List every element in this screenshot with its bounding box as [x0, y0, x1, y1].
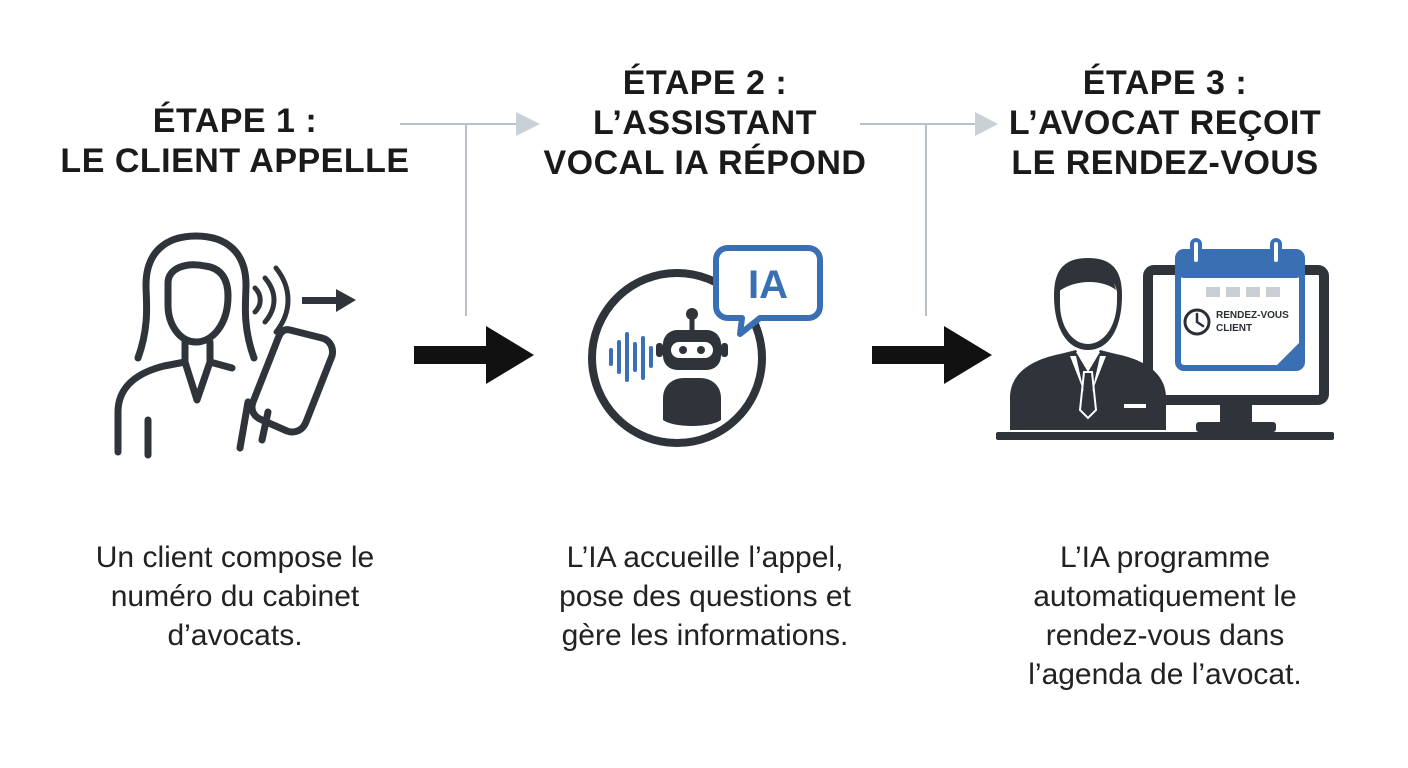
voice-wave-icon — [609, 332, 653, 382]
step2-description-line: pose des questions et — [559, 580, 851, 613]
calendar-label-line1: RENDEZ-VOUS — [1216, 310, 1289, 321]
small-arrow-right-icon — [302, 289, 356, 312]
step1-description-line: Un client compose le — [95, 541, 375, 574]
step3-description-line: l’agenda de l’avocat. — [1028, 658, 1302, 691]
step2-title-line: ÉTAPE 2 : — [622, 64, 788, 102]
gray-arrowhead-icon — [975, 112, 998, 136]
step3-description-line: L’IA programme — [1059, 541, 1271, 574]
step2-title-line: VOCAL IA RÉPOND — [543, 144, 867, 182]
step2-description-line: L’IA accueille l’appel, — [566, 541, 844, 574]
step3-title-line: LE RENDEZ-VOUS — [1011, 144, 1319, 182]
step3-title-line: L’AVOCAT REÇOIT — [1008, 104, 1322, 142]
bubble-ia-label: IA — [748, 263, 788, 307]
lawyer-icon — [996, 258, 1334, 440]
calendar-icon: RENDEZ-VOUS CLIENT — [1175, 238, 1305, 371]
connector-step1-to-step2 — [400, 112, 540, 316]
step1-title: ÉTAPE 1 : LE CLIENT APPELLE — [60, 101, 410, 181]
step3-title: ÉTAPE 3 : L’AVOCAT REÇOIT LE RENDEZ-VOUS — [985, 63, 1345, 183]
gray-arrowhead-icon — [516, 112, 540, 136]
connector-step2-to-step3 — [860, 112, 998, 316]
step1-description: Un client compose le numéro du cabinet d… — [40, 538, 430, 655]
big-arrow-right-icon — [414, 326, 534, 384]
step3-description-line: automatiquement le — [1033, 580, 1297, 613]
robot-icon — [656, 308, 728, 426]
big-arrow-right-icon — [872, 326, 992, 384]
step2-description-line: gère les informations. — [561, 619, 849, 652]
step1-title-line: LE CLIENT APPELLE — [60, 142, 410, 180]
step1-description-line: d’avocats. — [167, 619, 303, 652]
step1-description-line: numéro du cabinet — [110, 580, 360, 613]
speech-bubble-icon: IA — [713, 245, 823, 337]
step3-description: L’IA programme automatiquement le rendez… — [965, 538, 1365, 694]
step2-title: ÉTAPE 2 : L’ASSISTANT VOCAL IA RÉPOND — [525, 63, 885, 183]
calendar-label-line2: CLIENT — [1216, 323, 1252, 334]
step2-title-line: L’ASSISTANT — [593, 104, 817, 142]
step1-title-line: ÉTAPE 1 : — [152, 102, 318, 140]
desk — [996, 432, 1334, 440]
step2-description: L’IA accueille l’appel, pose des questio… — [505, 538, 905, 655]
step3-title-line: ÉTAPE 3 : — [1082, 64, 1248, 102]
step3-description-line: rendez-vous dans — [1045, 619, 1285, 652]
